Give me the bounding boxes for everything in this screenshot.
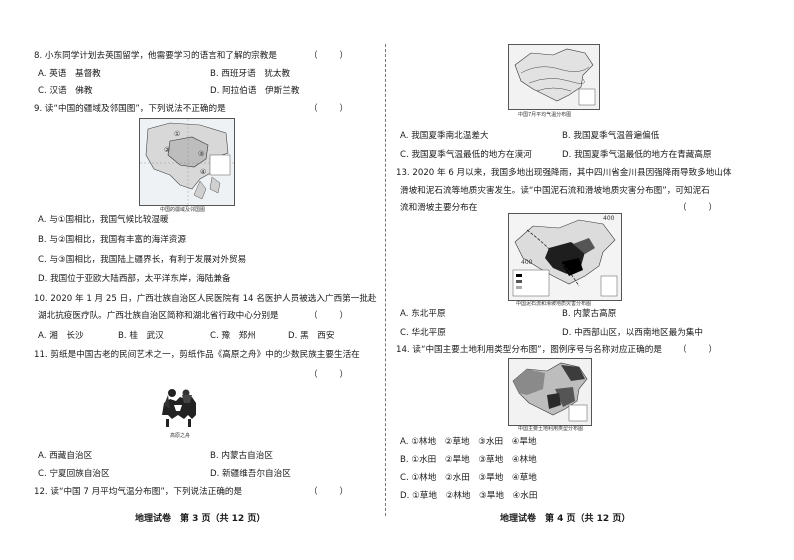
q10-stem-line1: 10. 2020 年 1 月 25 日，广西壮族自治区人民医院有 14 名医护人… (34, 294, 377, 304)
q12-option-d: D. 我国夏季气温最低的地方在青藏高原 (562, 150, 712, 160)
map-marker-1: ① (174, 130, 181, 138)
q9-option-d: D. 我国位于亚欧大陆西部，太平洋东岸，海陆兼备 (38, 274, 231, 284)
q14-option-a: A. ①林地 ②草地 ③水田 ④旱地 (400, 437, 537, 447)
q10-stem-line2: 湖北抗疫医疗队。广西壮族自治区简称和湖北省行政中心分别是 (38, 311, 279, 321)
isohyet-label-left: 400 (521, 259, 533, 266)
q13-option-a: A. 东北平原 (400, 309, 446, 319)
q12-option-c: C. 我国夏季气温最低的地方在漠河 (400, 150, 532, 160)
map-marker-3: ③ (198, 150, 205, 158)
q10-option-c: C. 豫 郑州 (210, 331, 256, 341)
q11-option-d: D. 新疆维吾尔自治区 (210, 469, 291, 479)
q13-stem-line1: 13. 2020 年 6 月以来，我国多地出现强降雨，其中四川省金川县因强降雨导… (396, 168, 732, 178)
q10-option-a: A. 湘 长沙 (38, 331, 84, 341)
q14-option-b: B. ①水田 ②旱地 ③草地 ④林地 (400, 455, 537, 465)
q12-option-a: A. 我国夏季南北温差大 (400, 131, 489, 141)
china-landslide-debris-flow-map: 400 400 (508, 213, 622, 301)
q11-option-c: C. 宁夏回族自治区 (38, 469, 110, 479)
q11-figure-caption: 高原之舟 (170, 433, 191, 439)
q8-option-d: D. 阿拉伯语 伊斯兰教 (210, 86, 300, 96)
q9-option-c: C. 与③国相比，我国陆上疆界长，有利于发展对外贸易 (38, 255, 247, 265)
paper-cut-yak-image (158, 385, 200, 431)
q14-stem: 14. 读“中国主要土地利用类型分布图”，图例序号与名称对应正确的是 (396, 345, 662, 355)
q8-stem: 8. 小东同学计划去英国留学，他需要学习的语言和了解的宗教是 (34, 51, 277, 61)
q9-stem: 9. 读“中国的疆域及邻国图”，下列说法不正确的是 (34, 104, 226, 114)
q13-figure-caption: 中国泥石流和滑坡地质灾害分布图 (516, 301, 592, 307)
map-marker-4: ④ (200, 168, 207, 176)
q11-option-b: B. 内蒙古自治区 (210, 451, 273, 461)
q12-option-b: B. 我国夏季气温普遍偏低 (562, 131, 660, 141)
isohyet-label-top: 400 (603, 215, 615, 222)
q8-option-c: C. 汉语 佛教 (38, 86, 93, 96)
right-page: 中国7月平均气温分布图 A. 我国夏季南北温差大 B. 我国夏季气温普遍偏低 C… (392, 0, 794, 560)
left-page: 8. 小东同学计划去英国留学，他需要学习的语言和了解的宗教是 （ ） A. 英语… (0, 0, 385, 560)
q8-option-b: B. 西班牙语 犹太教 (210, 69, 291, 79)
q14-figure-caption: 中国主要土地利用类型分布图 (518, 426, 584, 432)
q14-answer-blank: （ ） (678, 345, 718, 355)
q14-option-c: C. ①林地 ②水田 ③旱地 ④草地 (400, 473, 537, 483)
q13-option-c: C. 华北平原 (400, 328, 446, 338)
q11-option-a: A. 西藏自治区 (38, 451, 93, 461)
q11-answer-blank: （ ） (309, 370, 349, 380)
q9-figure-caption: 中国的疆域及邻国图 (160, 207, 206, 213)
china-land-use-map (508, 358, 592, 426)
q9-option-a: A. 与①国相比，我国气候比较湿暖 (38, 215, 169, 225)
left-page-footer: 地理试卷 第 3 页（共 12 页） (135, 514, 266, 524)
q10-option-d: D. 黑 西安 (288, 331, 335, 341)
right-page-footer: 地理试卷 第 4 页（共 12 页） (500, 514, 631, 524)
china-territory-neighbors-map: ① ② ③ ④ (139, 118, 235, 206)
map-marker-2: ② (164, 146, 171, 154)
q14-option-d: D. ①草地 ②林地 ③旱地 ④水田 (400, 491, 538, 501)
q8-answer-blank: （ ） (309, 51, 349, 61)
q13-option-b: B. 内蒙古高原 (562, 309, 617, 319)
page-divider (385, 44, 386, 516)
q13-stem-line3: 流和滑坡主要分布在 (400, 203, 478, 213)
q12-stem: 12. 读“中国 7 月平均气温分布图”，下列说法正确的是 (34, 487, 243, 497)
q12-answer-blank: （ ） (309, 487, 349, 497)
q8-option-a: A. 英语 基督教 (38, 69, 101, 79)
q13-stem-line2: 滑坡和泥石流等地质灾害发生。读“中国泥石流和滑坡地质灾害分布图”，可知泥石 (400, 186, 710, 196)
q10-answer-blank: （ ） (309, 311, 349, 321)
q10-option-b: B. 桂 武汉 (118, 331, 164, 341)
q12-figure-caption: 中国7月平均气温分布图 (518, 112, 572, 118)
q11-stem: 11. 剪纸是中国古老的民间艺术之一，剪纸作品《高原之舟》中的少数民族主要生活在 (34, 350, 360, 360)
q9-option-b: B. 与②国相比，我国有丰富的海洋资源 (38, 235, 186, 245)
q13-answer-blank: （ ） (678, 203, 718, 213)
china-july-temperature-map (508, 44, 600, 110)
q13-option-d: D. 中西部山区，以西南地区最为集中 (562, 328, 703, 338)
q9-answer-blank: （ ） (309, 104, 349, 114)
